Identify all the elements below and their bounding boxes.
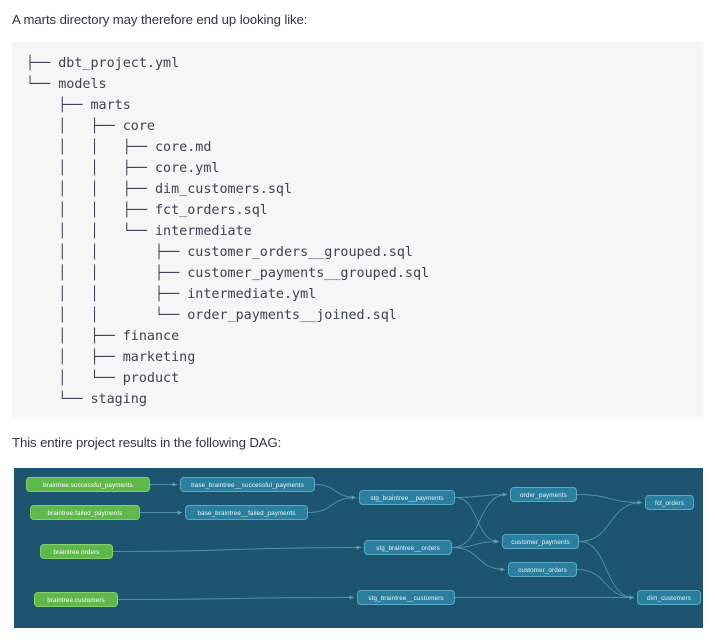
dag-node-braintree-failed-payments[interactable]: braintree.failed_payments [30,505,140,520]
dag-edge-order_payments-to-fct_orders [576,494,643,505]
directory-tree-code-block: ├── dbt_project.yml └── models ├── marts… [12,42,703,417]
dag-node-order-payments[interactable]: order_payments [510,487,577,502]
directory-tree-text: ├── dbt_project.yml └── models ├── marts… [26,56,430,407]
dag-node-customer-orders[interactable]: customer_orders [508,562,577,577]
dag-edge-stg_braintree_payments-to-customer_payments [454,497,500,544]
dag-edge-customer_payments-to-fct_orders [578,500,643,542]
dag-edge-stg_braintree_orders-to-order_payments [451,492,508,548]
dag-node-customer-payments[interactable]: customer_payments [502,534,579,549]
dag-node-fct-orders[interactable]: fct_orders [645,495,694,510]
dag-edge-customer_orders-to-dim_customers [576,569,635,600]
dag-node-base-braintree-successful-payments[interactable]: base_braintree__successful_payments [180,477,315,492]
dag-edge-braintree_customers-to-stg_braintree_customers [117,595,355,600]
intro-paragraph-dag: This entire project results in the follo… [12,435,282,450]
dag-node-stg-braintree-orders[interactable]: stg_braintree__orders [364,540,452,555]
dag-node-braintree-successful-payments[interactable]: braintree.successful_payments [26,477,150,492]
dag-edge-customer_payments-to-dim_customers [578,541,635,600]
dag-edge-base_braintree_successful_payments-to-stg_braintree_payments [314,484,357,500]
dag-node-base-braintree-failed-payments[interactable]: base_braintree__failed_payments [185,505,308,520]
intro-paragraph-marts: A marts directory may therefore end up l… [12,12,308,27]
dag-diagram: braintree.successful_payments braintree.f… [14,468,703,628]
dag-node-braintree-customers[interactable]: braintree.customers [34,592,118,607]
dag-edge-stg_braintree_orders-to-customer_orders [451,547,506,572]
dag-edge-braintree_orders-to-stg_braintree_orders [112,545,362,552]
dag-node-dim-customers[interactable]: dim_customers [637,590,701,605]
dag-edge-stg_braintree_orders-to-customer_payments [451,539,500,548]
dag-node-braintree-orders[interactable]: braintree.orders [40,544,113,559]
dag-edge-stg_braintree_payments-to-order_payments [454,492,508,498]
dag-node-stg-braintree-payments[interactable]: stg_braintree__payments [359,490,455,505]
dag-edges [112,482,643,600]
dag-edge-base_braintree_failed_payments-to-stg_braintree_payments [307,495,357,513]
dag-node-stg-braintree-customers[interactable]: stg_braintree__customers [357,590,455,605]
